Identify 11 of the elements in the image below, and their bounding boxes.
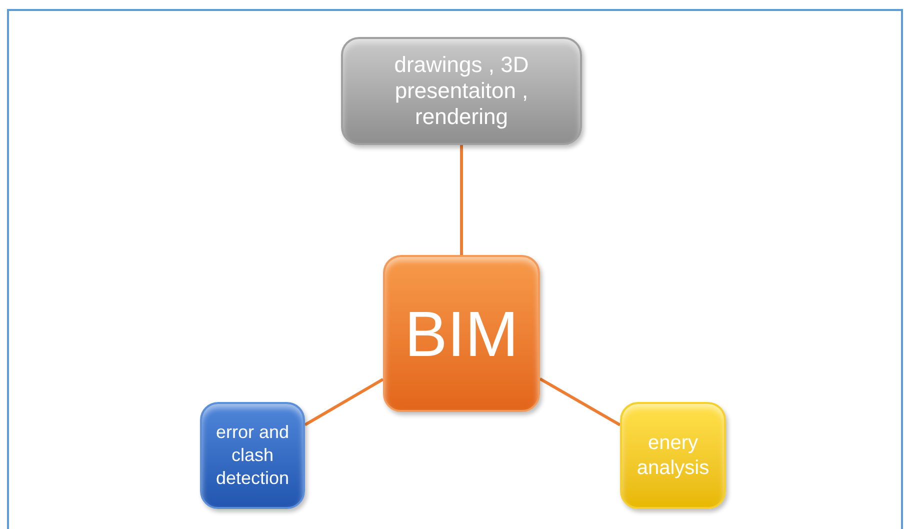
rounded-box [620,402,726,509]
rounded-box [200,402,305,509]
box-label: BIM [404,298,518,368]
box-label: enery analysis [636,430,710,480]
box-label: error and clash detection [214,421,290,490]
connector-line [460,145,463,255]
connector-line [304,378,384,426]
rounded-box [341,37,582,145]
rounded-box [383,255,540,412]
connector-line [539,377,621,426]
box-label: drawings , 3D presentaiton , rendering [393,52,530,130]
